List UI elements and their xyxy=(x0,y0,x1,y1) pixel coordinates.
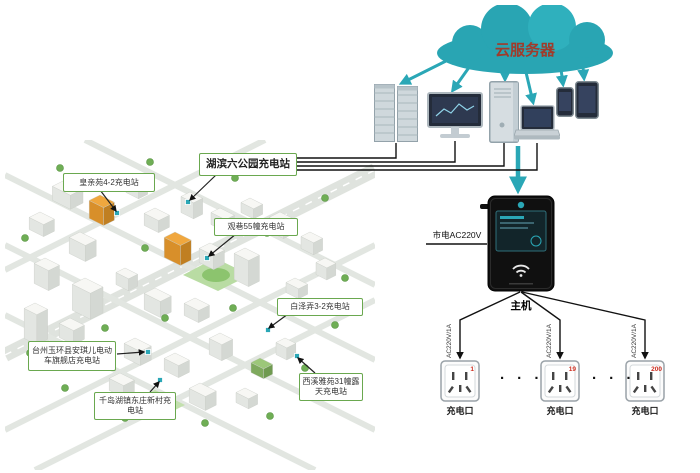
laptop-icon xyxy=(514,105,560,140)
cloud-server: 云服务器 xyxy=(437,5,613,74)
server-rack-icon xyxy=(374,84,418,142)
socket-display-1: 1 xyxy=(470,366,474,373)
host-label: 主机 xyxy=(510,300,532,312)
tablet-icon xyxy=(575,81,599,119)
smartphone-icon xyxy=(556,87,574,117)
wire-label-2: AC220V/1A xyxy=(546,324,553,358)
desktop-monitor-icon xyxy=(427,92,483,138)
station-label-huangqinyuan: 皇亲苑4-2充电站 xyxy=(63,173,155,192)
station-label-xixi: 西溪雅苑31幢露天充电站 xyxy=(299,373,363,401)
cloud-label: 云服务器 xyxy=(495,41,556,59)
port-label-2: 充电口 xyxy=(546,406,574,416)
station-label-guanxiang: 观巷55幢充电站 xyxy=(214,218,298,236)
host-antenna xyxy=(480,204,489,209)
station-label-taizhou: 台州玉环县安琪儿电动车旗舰店充电站 xyxy=(28,341,116,371)
wire-label-1: AC220V/1A xyxy=(446,324,453,358)
station-label-baizenong: 白泽弄3-2充电站 xyxy=(277,298,363,316)
host-logo xyxy=(517,201,525,209)
mains-power-label: 市电AC220V xyxy=(432,230,482,240)
dots-separator-2: · · · xyxy=(592,370,636,387)
port-label-3: 充电口 xyxy=(631,406,659,416)
port-label-1: 充电口 xyxy=(446,406,474,416)
host-screen xyxy=(495,210,547,252)
host-device xyxy=(487,195,555,292)
station-label-qiandaohu: 千岛湖镇东庄新村充电站 xyxy=(94,392,176,420)
charging-socket-3: 200 xyxy=(625,360,665,402)
dots-separator-1: · · · xyxy=(500,370,544,387)
socket-display-3: 200 xyxy=(651,366,662,373)
wifi-icon xyxy=(512,264,530,277)
cloud-icon xyxy=(437,5,613,74)
socket-display-2: 19 xyxy=(569,366,577,373)
charging-socket-1: 1 xyxy=(440,360,480,402)
station-label-hubin: 湖滨六公园充电站 xyxy=(199,153,297,176)
wire-label-3: AC220V/1A xyxy=(631,324,638,358)
charging-socket-2: 19 xyxy=(540,360,580,402)
